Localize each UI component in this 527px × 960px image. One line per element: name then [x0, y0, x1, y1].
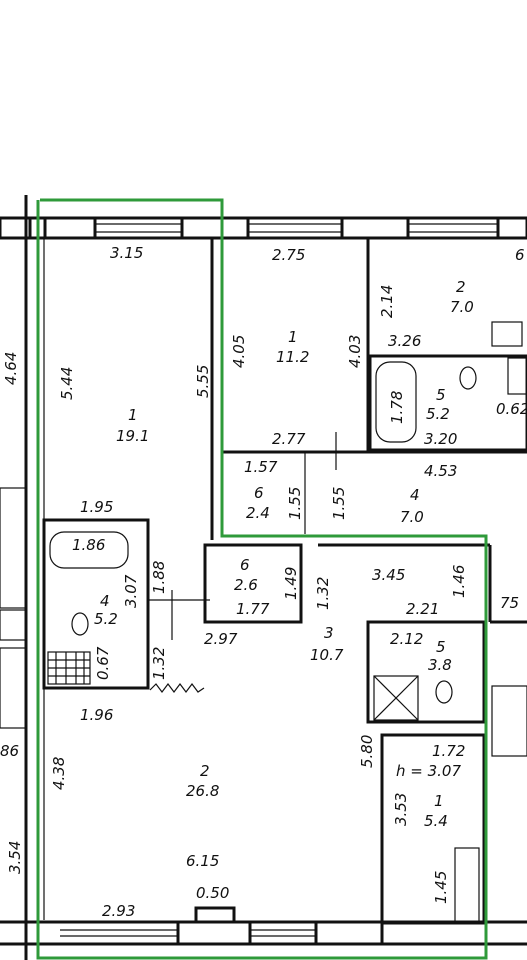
room-number: 4 [410, 486, 420, 504]
dim-label: 3.45 [372, 566, 405, 584]
dim-label: 1.45 [432, 871, 450, 904]
dim-label: 1.57 [244, 458, 278, 476]
dim-label: 0.50 [196, 884, 229, 902]
room-area: 7.0 [450, 298, 474, 316]
dim-label: 6.15 [186, 852, 219, 870]
dim-label: 1.95 [80, 498, 113, 516]
dim-label: 1.86 [72, 536, 105, 554]
fixtures [0, 357, 527, 721]
dim-label: 3.20 [424, 430, 457, 448]
room-area: 2.4 [246, 504, 270, 522]
dim-label: 1.55 [330, 487, 348, 520]
room-area: 19.1 [116, 427, 149, 445]
dim-label: 4.53 [424, 462, 457, 480]
dim-label: 1.32 [314, 577, 332, 610]
dim-label: 2.77 [272, 430, 306, 448]
exterior-walls [0, 216, 527, 946]
dim-label: 4.64 [2, 352, 20, 385]
dim-label: 3.15 [110, 244, 143, 262]
dimension-labels: 3.15 2.75 6 4.64 5.44 1 19.1 5.55 4.05 1… [0, 244, 527, 920]
dim-label: 6 [515, 246, 525, 264]
dim-label: 75 [500, 594, 519, 612]
shower-tray-icon [373, 675, 419, 721]
room-number: 2 [200, 762, 210, 780]
grid-icon-right [507, 357, 527, 395]
room-number: 1 [434, 792, 444, 810]
room-number: 6 [240, 556, 250, 574]
room-area: 5.4 [424, 812, 448, 830]
dim-label: 0.62 [496, 400, 527, 418]
dim-label: 5.80 [358, 735, 376, 768]
room-number: 2 [456, 278, 466, 296]
room-area: 5.2 [426, 405, 450, 423]
room-number: 5 [436, 638, 446, 656]
apartment-outline [36, 198, 488, 960]
room-number: 5 [436, 386, 446, 404]
dim-label: 4.03 [346, 335, 364, 368]
dim-label: 5.55 [194, 365, 212, 398]
room-number: 1 [288, 328, 298, 346]
dim-label: 1.88 [150, 561, 168, 594]
dim-label: 2.75 [272, 246, 305, 264]
grid-lines [48, 652, 90, 684]
dim-label: 5.44 [58, 367, 76, 400]
room-number: 1 [128, 406, 138, 424]
room-area: 5.2 [94, 610, 118, 628]
dim-label: 2.12 [390, 630, 423, 648]
dim-label: 86 [0, 742, 19, 760]
dim-label: 2.21 [406, 600, 439, 618]
dim-label: 4.38 [50, 757, 68, 790]
room-area: 26.8 [186, 782, 219, 800]
room-area: 10.7 [310, 646, 344, 664]
room-number: 4 [100, 592, 110, 610]
dim-label: 3.54 [6, 841, 24, 874]
room-number: 6 [254, 484, 264, 502]
grid-icon-left [0, 609, 27, 641]
dim-label: 4.05 [230, 335, 248, 368]
dim-label: 3.26 [388, 332, 421, 350]
dim-label: 0.67 [94, 646, 112, 680]
dim-label: 2.93 [102, 902, 135, 920]
room-area: 7.0 [400, 508, 424, 526]
toilet-icon-3 [459, 366, 477, 390]
dim-label: 2.97 [204, 630, 238, 648]
dim-label: 2.14 [378, 285, 396, 318]
room-area: 2.6 [234, 576, 258, 594]
interior-walls [0, 195, 527, 960]
dim-label: 1.77 [236, 600, 270, 618]
room-area: 11.2 [276, 348, 309, 366]
room-number: 3 [324, 624, 334, 642]
dim-label: 1.32 [150, 647, 168, 680]
toilet-icon [71, 612, 89, 636]
dim-label: 1.55 [286, 487, 304, 520]
dim-label: 1.96 [80, 706, 113, 724]
dim-label: 3.07 [122, 574, 140, 608]
toilet-icon-2 [435, 680, 453, 704]
room-height: h = 3.07 [396, 762, 461, 780]
dim-label: 3.53 [392, 793, 410, 826]
dim-label: 1.78 [388, 391, 406, 424]
dim-label: 1.72 [432, 742, 465, 760]
room-area: 3.8 [428, 656, 452, 674]
dim-label: 1.46 [450, 565, 468, 598]
dim-label: 1.49 [282, 567, 300, 600]
